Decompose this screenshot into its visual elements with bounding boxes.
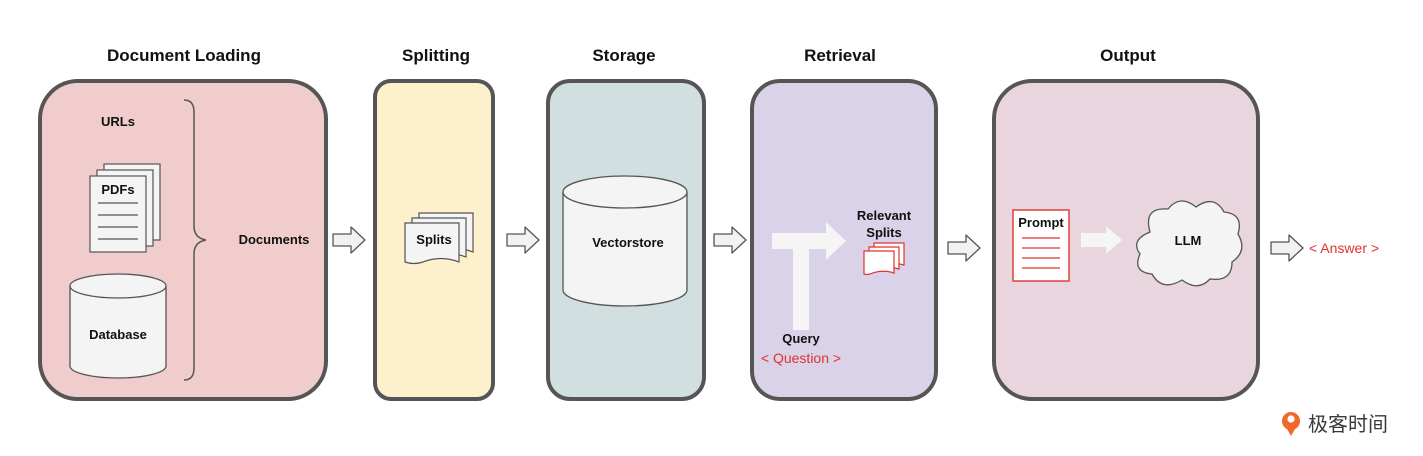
- prompt-label: Prompt: [1018, 215, 1064, 230]
- vectorstore-cylinder-icon: [562, 175, 688, 307]
- output-panel: [992, 79, 1260, 401]
- flow-arrow-3: [713, 226, 747, 254]
- grouping-brace: [183, 99, 207, 381]
- relevant-splits-label: Splits: [866, 225, 901, 240]
- stage-title-retrieval: Retrieval: [804, 46, 876, 65]
- relevant-splits-icon: [863, 242, 905, 276]
- question-label: < Question >: [761, 350, 841, 366]
- flow-arrow-1: [332, 226, 366, 254]
- flow-arrow-5: [1270, 234, 1304, 262]
- llm-label: LLM: [1175, 233, 1202, 248]
- vectorstore-label: Vectorstore: [592, 235, 664, 250]
- urls-label: URLs: [101, 114, 135, 129]
- database-label: Database: [89, 327, 147, 342]
- stage-title-output: Output: [1100, 46, 1156, 65]
- prompt-to-llm-arrow: [1081, 226, 1122, 254]
- flow-arrow-4: [947, 234, 981, 262]
- splits-label: Splits: [416, 232, 451, 247]
- stage-title-document-loading: Document Loading: [107, 46, 261, 65]
- stage-title-splitting: Splitting: [402, 46, 470, 65]
- prompt-document-icon: [1012, 209, 1070, 282]
- flow-arrow-2: [506, 226, 540, 254]
- stage-title-storage: Storage: [592, 46, 655, 65]
- answer-label: < Answer >: [1309, 240, 1379, 256]
- brand-logo-icon: [1282, 412, 1300, 436]
- query-label: Query: [782, 331, 820, 346]
- database-cylinder-icon: [69, 273, 167, 379]
- relevant-label: Relevant: [857, 208, 912, 223]
- splits-documents-icon: [404, 212, 474, 265]
- documents-label: Documents: [239, 232, 310, 247]
- brand-name: 极客时间: [1308, 412, 1388, 436]
- query-flow-arrow: [772, 222, 846, 330]
- pdfs-label: PDFs: [101, 182, 134, 197]
- pdf-stack-icon: [89, 163, 161, 253]
- llm-cloud-icon: [1136, 200, 1243, 287]
